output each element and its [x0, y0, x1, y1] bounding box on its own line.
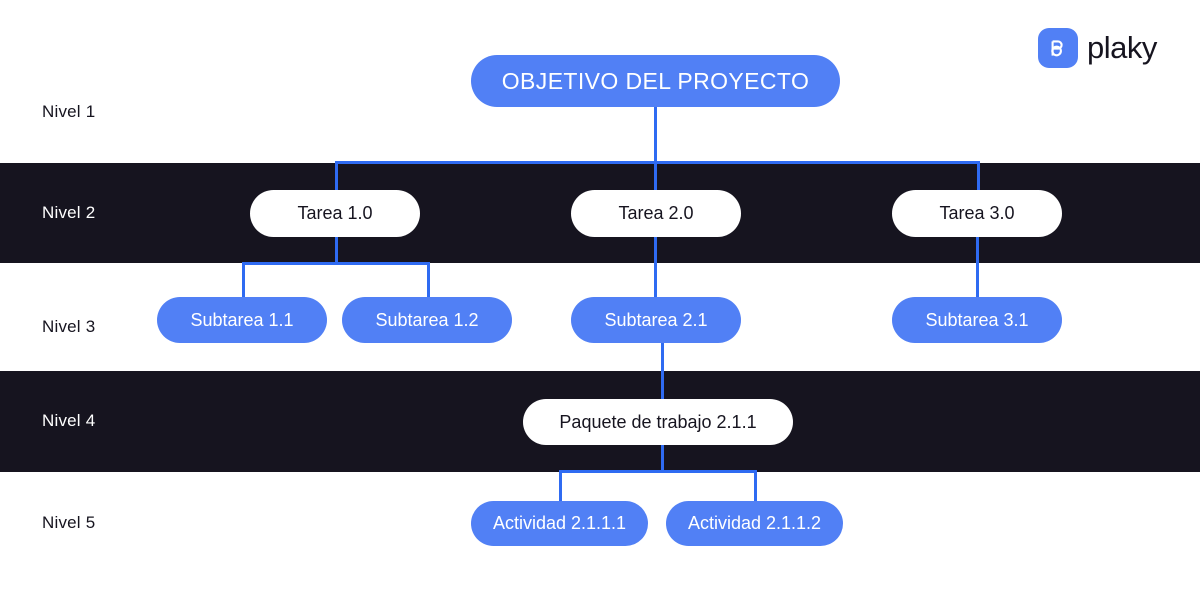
node-actividad-2-1-1-2[interactable]: Actividad 2.1.1.2	[666, 501, 843, 546]
connector-to-tarea-2	[654, 161, 657, 191]
node-tarea-1-0[interactable]: Tarea 1.0	[250, 190, 420, 237]
node-actividad-2-1-1-1[interactable]: Actividad 2.1.1.1	[471, 501, 648, 546]
connector-paquete-bus	[559, 470, 757, 473]
node-subtarea-1-1[interactable]: Subtarea 1.1	[157, 297, 327, 343]
connector-to-tarea-3	[977, 161, 980, 191]
node-tarea-2-0[interactable]: Tarea 2.0	[571, 190, 741, 237]
connector-subtarea-2-1-to-paquete	[661, 342, 664, 400]
connector-tarea1-down	[335, 236, 338, 264]
connector-tarea3-to-subtarea-3-1	[976, 236, 979, 298]
level-label-4: Nivel 4	[42, 411, 96, 430]
node-subtarea-2-1[interactable]: Subtarea 2.1	[571, 297, 741, 343]
connector-goal-down	[654, 107, 657, 163]
node-objetivo-del-proyecto[interactable]: OBJETIVO DEL PROYECTO	[471, 55, 840, 107]
brand-logo[interactable]: plaky	[1038, 28, 1157, 68]
level-label-5: Nivel 5	[42, 513, 96, 532]
connector-paquete-down	[661, 444, 664, 472]
connector-to-actividad-1	[559, 470, 562, 504]
node-paquete-de-trabajo-2-1-1[interactable]: Paquete de trabajo 2.1.1	[523, 399, 793, 445]
plaky-logo-icon	[1038, 28, 1078, 68]
level-label-1: Nivel 1	[42, 102, 96, 121]
connector-tarea2-to-subtarea-2-1	[654, 236, 657, 298]
connector-level2-bus	[335, 161, 980, 164]
connector-to-subtarea-1-2	[427, 262, 430, 298]
node-subtarea-1-2[interactable]: Subtarea 1.2	[342, 297, 512, 343]
connector-to-actividad-2	[754, 470, 757, 504]
node-tarea-3-0[interactable]: Tarea 3.0	[892, 190, 1062, 237]
connector-tarea1-bus	[242, 262, 430, 265]
level-label-2: Nivel 2	[42, 203, 96, 222]
brand-name: plaky	[1087, 30, 1157, 65]
level-label-3: Nivel 3	[42, 317, 96, 336]
connector-to-subtarea-1-1	[242, 262, 245, 298]
node-subtarea-3-1[interactable]: Subtarea 3.1	[892, 297, 1062, 343]
connector-to-tarea-1	[335, 161, 338, 191]
